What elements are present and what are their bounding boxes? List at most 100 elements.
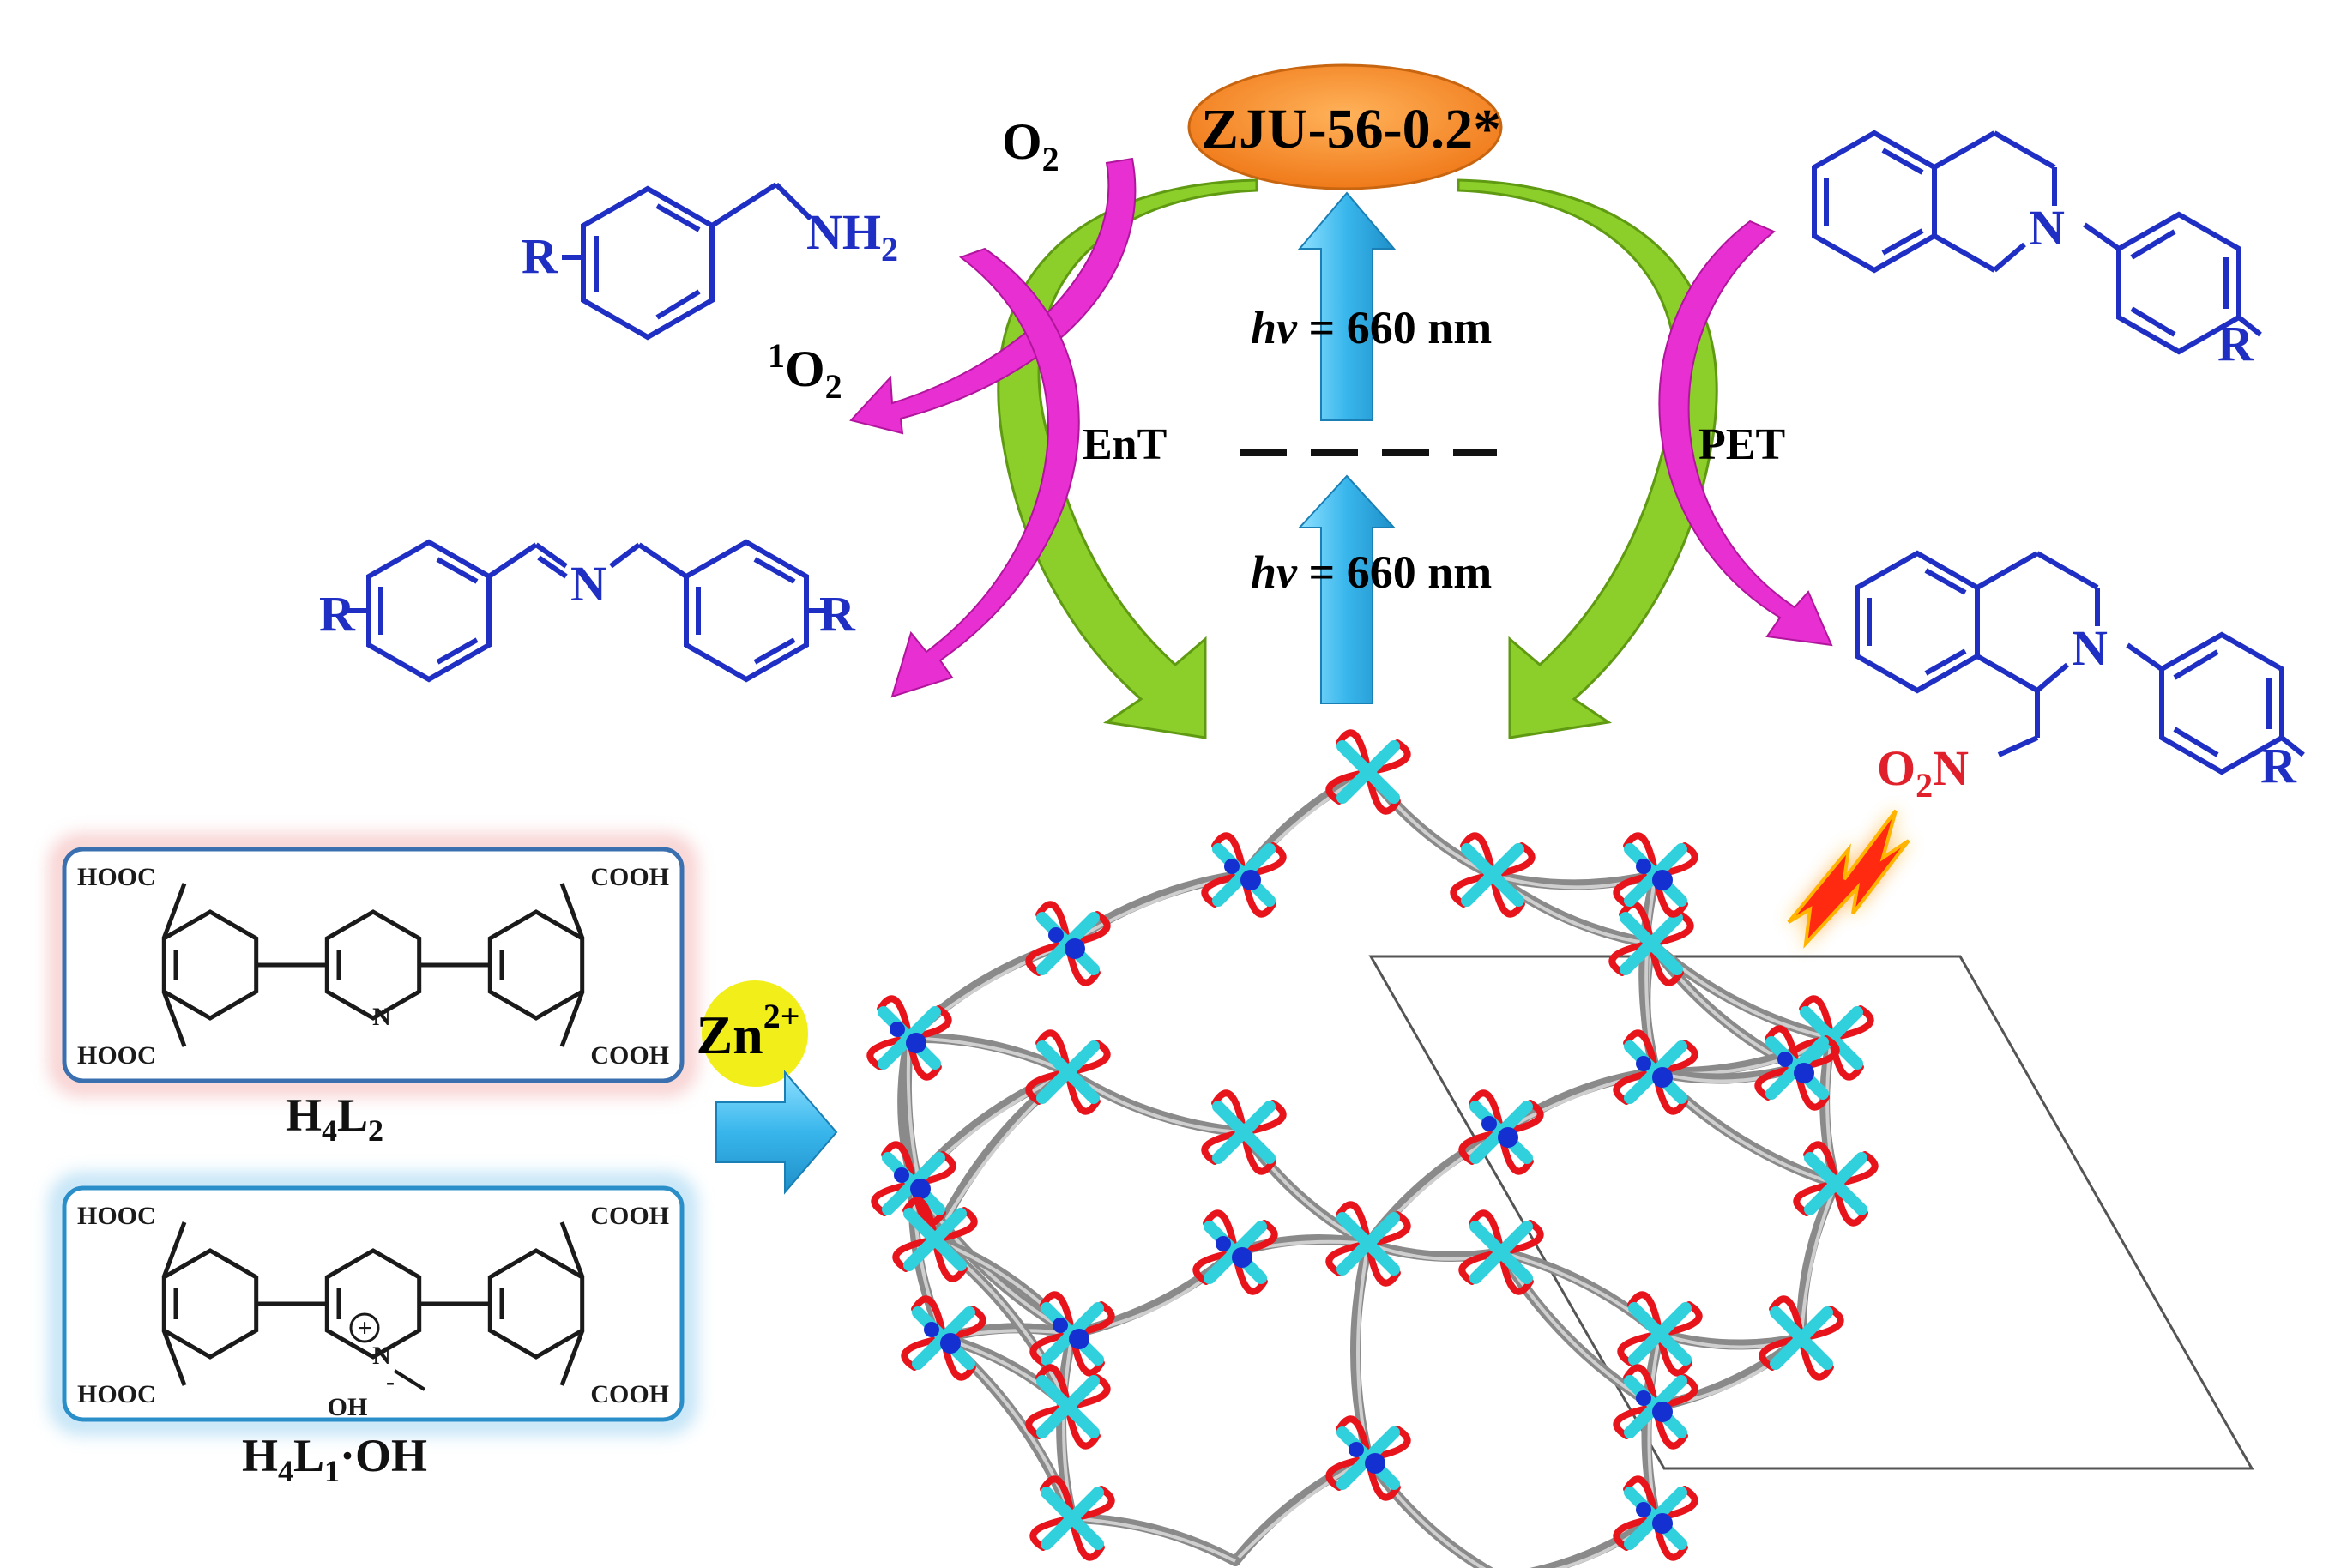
carboxylate-loop [1069, 1486, 1115, 1522]
framework-node [1613, 1029, 1698, 1115]
benzylamine-reactant [562, 182, 813, 341]
methyl-bond [393, 1369, 426, 1391]
framework-node [901, 1295, 986, 1381]
carboxyl-group: HOOC [77, 1041, 156, 1070]
carboxylate-loop [1365, 739, 1411, 775]
carboxylate-loop [1619, 901, 1655, 947]
framework-node [1201, 832, 1287, 918]
zn-cluster-bond [1336, 1212, 1400, 1276]
linker-name-h4l2: H4L2 [286, 1089, 383, 1148]
zn-cluster-bond [1804, 1152, 1867, 1215]
photocatalyst-label: ZJU-56-0.2* [1201, 98, 1501, 160]
nitrogen-atom [906, 1033, 926, 1053]
zju-56-framework [866, 729, 1879, 1568]
carboxylate-loop [1035, 1029, 1071, 1076]
carboxylate-loop [902, 1197, 938, 1243]
framework-bond [904, 938, 1073, 1043]
nitromethane-addition-arrow [1658, 220, 1833, 647]
zn-cluster-bond [1041, 1487, 1104, 1550]
excitation-label-upper: hv = 660 nm [1251, 302, 1492, 353]
carboxylate-loop [1025, 940, 1071, 976]
carboxylate-loop [866, 1034, 913, 1070]
unit-cell-outline [1368, 955, 2254, 1470]
linker-box-glow [50, 1173, 697, 1434]
lightning-bolt-icon [1786, 809, 1911, 951]
carboxylate-loop [1754, 1064, 1801, 1101]
imine-R-left: R [319, 586, 356, 642]
framework-bond-highlight [1071, 1517, 1236, 1563]
nitrogen-atom [1636, 1390, 1651, 1406]
framework-node [1617, 1291, 1703, 1377]
carboxylate-loop [1069, 1515, 1105, 1561]
carboxylate-loop [1035, 901, 1071, 947]
carboxylate-loop [1201, 1129, 1247, 1165]
framework-node [1025, 1029, 1111, 1115]
carboxylate-loop [1325, 1240, 1372, 1276]
nitrogen-atom [1365, 1453, 1385, 1474]
carboxylate-loop [1803, 1141, 1839, 1187]
carboxyl-group: HOOC [77, 1202, 156, 1230]
pyridine-nitrogen: N [372, 1003, 391, 1031]
carboxylate-loop [1336, 729, 1372, 775]
framework-node [1025, 1364, 1111, 1450]
nitrogen-atom [1777, 1052, 1793, 1067]
carboxylate-loop [1769, 1295, 1805, 1342]
framework-node [1192, 1209, 1278, 1295]
zn-cluster-bond [1212, 1101, 1276, 1164]
positive-charge: + [357, 1314, 371, 1342]
nitrogen-atom [1349, 1442, 1364, 1457]
tetrahydroisoquinoline-R-group: R [2217, 316, 2254, 371]
carboxylate-loop [1025, 1069, 1071, 1105]
carboxylate-loop [932, 1236, 968, 1282]
carboxylate-loop [1065, 1403, 1101, 1450]
imine-R-right: R [819, 586, 856, 642]
nitrogen-atom [1053, 1318, 1068, 1333]
framework-bond-highlight [1800, 1183, 1837, 1339]
linker-name-h4l1oh: H4L1·OH [242, 1430, 427, 1488]
carboxylate-loop [1617, 1330, 1663, 1366]
carboxyl-group: COOH [590, 1380, 669, 1408]
carboxylate-loop [1623, 1029, 1659, 1076]
nitrogen-atom [1481, 1116, 1497, 1131]
oxygen-activation-arrow [849, 157, 1137, 435]
carboxylate-loop [1211, 832, 1247, 878]
zn-cluster-bond [1036, 1040, 1100, 1104]
linker-box-border [62, 1185, 685, 1422]
zn-cluster-bond [1469, 1221, 1533, 1284]
carboxylate-loop [1365, 1240, 1401, 1287]
carboxylate-loop [1623, 1475, 1659, 1522]
carboxylate-loop [877, 995, 913, 1041]
photoelectron-transfer-arrow [1457, 178, 1718, 739]
carboxylate-loop [1336, 1201, 1372, 1247]
benzylamine-R-group: R [522, 228, 558, 284]
carboxylate-loop [1035, 1364, 1071, 1410]
carboxylate-loop [1798, 1306, 1844, 1342]
framework-node [892, 1197, 978, 1282]
carboxylate-loop [1627, 1291, 1663, 1337]
carboxylate-loop [1656, 1330, 1692, 1377]
zn-cluster-bond [1036, 1375, 1100, 1438]
carboxylate-loop [881, 1141, 917, 1187]
carboxylate-loop [1489, 842, 1536, 878]
framework-node [1754, 1025, 1840, 1111]
nitrogen-atom [1069, 1329, 1089, 1349]
nitrogen-atom [1652, 1402, 1673, 1422]
zn-cluster-bond [1461, 843, 1524, 907]
framework-node [1759, 1295, 1844, 1381]
amine-coupling-arrow [890, 247, 1080, 698]
carboxylate-loop [1460, 832, 1496, 878]
carboxylate-loop [1469, 1209, 1505, 1256]
carboxylate-loop [1832, 1180, 1868, 1227]
carboxylate-loop [1613, 871, 1659, 908]
product-nitro-group: O2N [1877, 740, 1969, 805]
carboxylate-loop [932, 1207, 978, 1243]
framework-node [1450, 832, 1536, 918]
carboxylate-loop [1798, 1335, 1834, 1381]
hydroxide-counterion: OH [328, 1393, 368, 1421]
framework-node [1613, 1475, 1698, 1561]
ground-state-oxygen: O2 [1002, 113, 1059, 178]
singlet-oxygen: 1O2 [768, 336, 842, 406]
carboxylate-loop [1065, 1069, 1101, 1115]
